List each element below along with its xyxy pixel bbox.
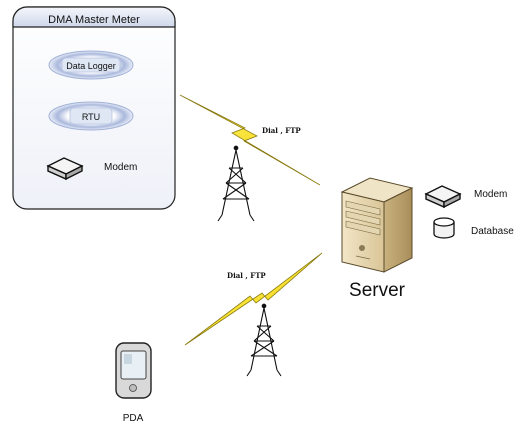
rtu-icon <box>48 101 134 131</box>
bottom-wireless-link: Dial , FTP <box>184 252 323 377</box>
lightning-icon <box>184 252 323 346</box>
dma-box-title: DMA Master Meter <box>48 14 140 26</box>
database-icon <box>433 217 455 239</box>
server-modem-label: Modem <box>474 189 507 200</box>
data-logger-label: Data Logger <box>66 61 116 71</box>
antenna-tower-icon <box>246 303 282 377</box>
dma-master-meter-box: DMA Master Meter Data Logger RTU Modem <box>12 6 176 210</box>
antenna-tower-icon <box>217 145 255 222</box>
server-icon <box>340 177 414 273</box>
top-wireless-link: Dial , FTP <box>179 94 321 222</box>
lightning-icon <box>179 94 321 186</box>
modem-icon <box>46 157 84 181</box>
data-logger-icon <box>48 50 134 80</box>
bottom-link-label: Dial , FTP <box>227 271 266 280</box>
modem-icon <box>424 185 462 209</box>
top-link-label: Dial , FTP <box>262 126 301 135</box>
dma-modem-label: Modem <box>104 162 137 173</box>
database-label: Database <box>471 226 514 237</box>
rtu-label: RTU <box>82 112 100 122</box>
pda-icon <box>115 342 152 399</box>
pda-label: PDA <box>123 413 144 424</box>
server-label: Server <box>349 280 406 301</box>
